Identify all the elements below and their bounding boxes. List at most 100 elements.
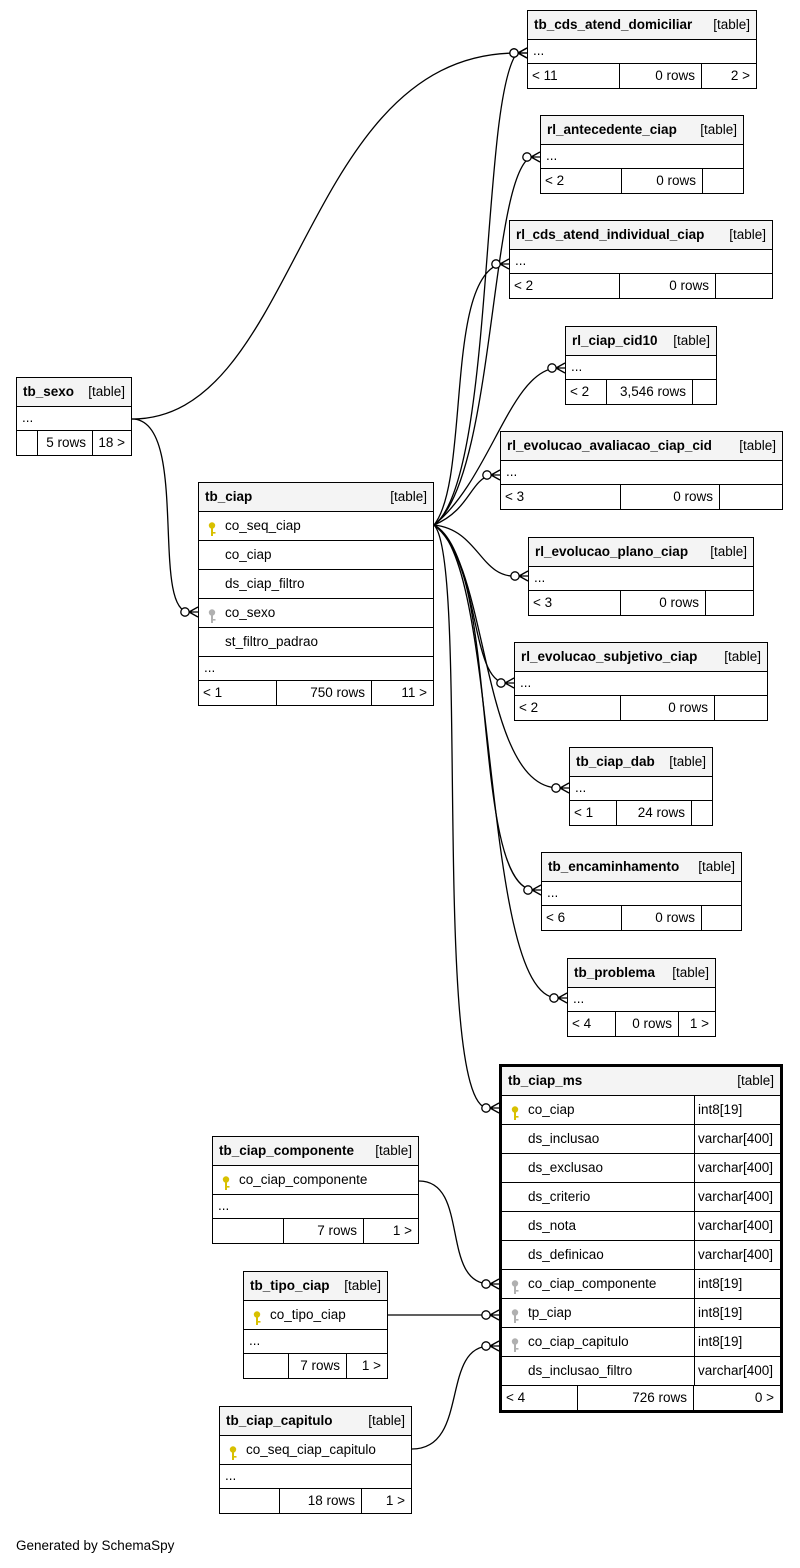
parent-count[interactable] (213, 1219, 284, 1243)
child-count[interactable]: 11 > (401, 685, 427, 700)
column-row[interactable]: co_tipo_ciap (244, 1301, 387, 1330)
child-count[interactable] (715, 696, 767, 720)
child-count[interactable]: 2 > (730, 68, 750, 83)
column-row[interactable]: co_sexo (199, 599, 433, 628)
parent-count[interactable]: < 2 (566, 380, 607, 404)
table-name[interactable]: rl_evolucao_subjetivo_ciap (521, 649, 698, 664)
column-row[interactable]: co_ciap (199, 541, 433, 570)
column-row[interactable]: ds_ciap_filtro (199, 570, 433, 599)
table-name[interactable]: tb_ciap_ms (508, 1073, 583, 1088)
more-columns[interactable]: ... (213, 1195, 418, 1219)
child-count[interactable]: 1 > (361, 1358, 381, 1373)
more-columns[interactable]: ... (529, 567, 753, 591)
table-name[interactable]: tb_ciap_componente (219, 1143, 355, 1158)
parent-count[interactable]: < 1 (570, 801, 617, 825)
table-tb-ciap-capitulo[interactable]: tb_ciap_capitulo[table]co_seq_ciap_capit… (219, 1406, 412, 1514)
child-count[interactable] (720, 485, 782, 509)
more-columns[interactable]: ... (515, 672, 767, 696)
more-columns[interactable]: ... (510, 250, 772, 274)
parent-count[interactable] (220, 1489, 280, 1513)
child-count[interactable] (692, 801, 712, 825)
more-columns[interactable]: ... (199, 657, 433, 681)
child-count[interactable]: 1 > (385, 1493, 405, 1508)
table-name[interactable]: rl_evolucao_plano_ciap (535, 544, 689, 559)
column-row[interactable]: st_filtro_padrao (199, 628, 433, 657)
column-type: int8[19] (694, 1270, 742, 1298)
table-name[interactable]: tb_ciap_dab (576, 754, 655, 769)
more-columns[interactable]: ... (566, 356, 716, 380)
parent-count[interactable] (17, 431, 38, 455)
table-name[interactable]: tb_tipo_ciap (250, 1278, 330, 1293)
child-count[interactable] (702, 906, 741, 930)
more-columns[interactable]: ... (528, 40, 756, 64)
parent-count[interactable]: < 1 (199, 681, 277, 705)
more-columns[interactable]: ... (17, 407, 131, 431)
child-count[interactable]: 1 > (689, 1016, 709, 1031)
table-name[interactable]: tb_cds_atend_domiciliar (534, 17, 693, 32)
more-columns[interactable]: ... (570, 777, 712, 801)
parent-count[interactable]: < 2 (515, 696, 621, 720)
parent-count[interactable] (244, 1354, 289, 1378)
table-name[interactable]: tb_problema (574, 965, 656, 980)
parent-count[interactable]: < 2 (541, 169, 622, 193)
parent-count[interactable]: < 3 (501, 485, 621, 509)
table-type-label: [table] (710, 544, 747, 559)
table-name[interactable]: tb_sexo (23, 384, 75, 399)
child-count[interactable] (706, 591, 753, 615)
table-rl-evolucao-avaliacao-ciap-cid[interactable]: rl_evolucao_avaliacao_ciap_cid[table]...… (500, 431, 783, 510)
table-tb-ciap-componente[interactable]: tb_ciap_componente[table]co_ciap_compone… (212, 1136, 419, 1244)
more-columns[interactable]: ... (542, 882, 741, 906)
column-row[interactable]: co_seq_ciap (199, 512, 433, 541)
table-name[interactable]: tb_encaminhamento (548, 859, 680, 874)
more-columns[interactable]: ... (244, 1330, 387, 1354)
table-name[interactable]: rl_evolucao_avaliacao_ciap_cid (507, 438, 712, 453)
child-count[interactable] (703, 169, 743, 193)
optional-marker (551, 783, 561, 793)
child-count[interactable]: 0 > (754, 1390, 774, 1405)
more-columns[interactable]: ... (541, 145, 743, 169)
child-count[interactable]: 18 > (98, 435, 125, 450)
more-columns[interactable]: ... (501, 461, 782, 485)
table-rl-cds-atend-individual-ciap[interactable]: rl_cds_atend_individual_ciap[table]...< … (509, 220, 773, 299)
parent-count[interactable]: < 6 (542, 906, 622, 930)
parent-count[interactable]: < 11 (528, 64, 620, 88)
table-tb-tipo-ciap[interactable]: tb_tipo_ciap[table]co_tipo_ciap...7 rows… (243, 1271, 388, 1379)
child-count[interactable] (693, 380, 716, 404)
more-columns[interactable]: ... (568, 988, 715, 1012)
more-columns[interactable]: ... (220, 1465, 411, 1489)
table-name[interactable]: tb_ciap (205, 489, 253, 504)
table-name[interactable]: rl_antecedente_ciap (547, 122, 677, 137)
table-name[interactable]: rl_ciap_cid10 (572, 333, 658, 348)
parent-count[interactable]: < 4 (502, 1386, 578, 1410)
child-count[interactable] (716, 274, 772, 298)
parent-count[interactable]: < 2 (510, 274, 620, 298)
table-name[interactable]: rl_cds_atend_individual_ciap (516, 227, 705, 242)
parent-count[interactable]: < 3 (529, 591, 621, 615)
column-row[interactable]: co_seq_ciap_capitulo (220, 1436, 411, 1465)
child-count[interactable]: 1 > (392, 1223, 412, 1238)
parent-count[interactable]: < 4 (568, 1012, 616, 1036)
table-name[interactable]: tb_ciap_capitulo (226, 1413, 333, 1428)
column-row[interactable]: co_ciap_componente (213, 1166, 418, 1195)
